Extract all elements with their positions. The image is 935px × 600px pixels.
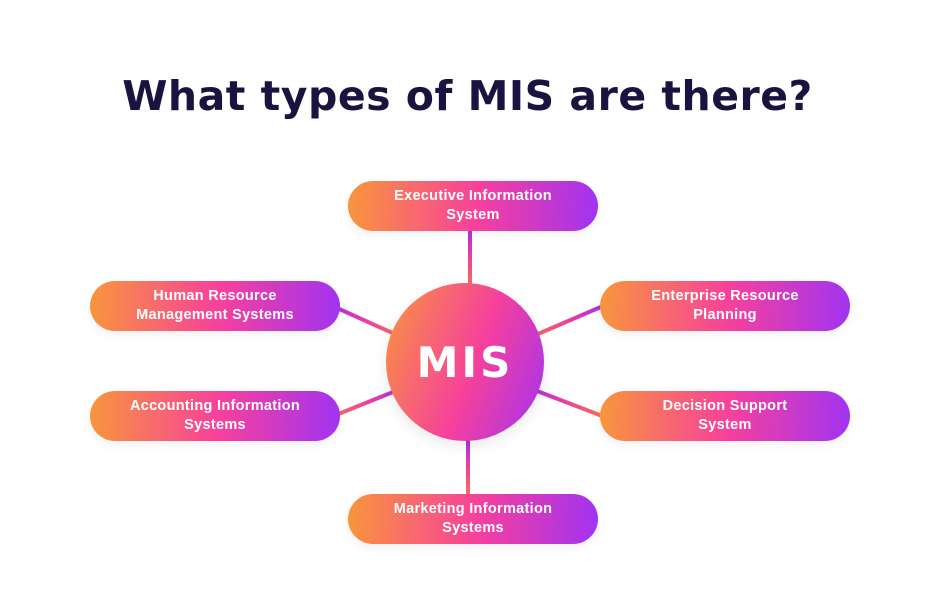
node-human-resource-management-systems: Human Resource Management Systems	[90, 281, 340, 331]
node-label-line: System	[698, 417, 752, 433]
node-label-line: System	[446, 207, 500, 223]
node-label-line: Management Systems	[136, 307, 294, 323]
node-label-line: Human Resource	[153, 287, 277, 304]
central-node-mis: MIS	[386, 283, 544, 441]
node-label-line: Marketing Information	[393, 500, 553, 517]
node-label-line: Enterprise Resource	[651, 287, 799, 304]
page-title: What types of MIS are there?	[122, 72, 813, 120]
node-marketing-information-systems: Marketing Information Systems	[348, 494, 598, 544]
node-label-line: Executive Information	[394, 187, 552, 204]
node-enterprise-resource-planning: Enterprise Resource Planning	[600, 281, 850, 331]
node-decision-support-system: Decision Support System	[600, 391, 850, 441]
node-label-line: Decision Support	[662, 397, 788, 414]
node-label-line: Planning	[693, 307, 757, 323]
node-label-line: Accounting Information	[129, 397, 301, 414]
connector-decision-support	[522, 384, 612, 421]
node-executive-information-system: Executive Information System	[348, 181, 598, 231]
node-label-line: Systems	[184, 417, 246, 433]
central-node-label: MIS	[416, 337, 514, 387]
node-accounting-information-systems: Accounting Information Systems	[90, 391, 340, 441]
node-label-line: Systems	[442, 520, 504, 536]
